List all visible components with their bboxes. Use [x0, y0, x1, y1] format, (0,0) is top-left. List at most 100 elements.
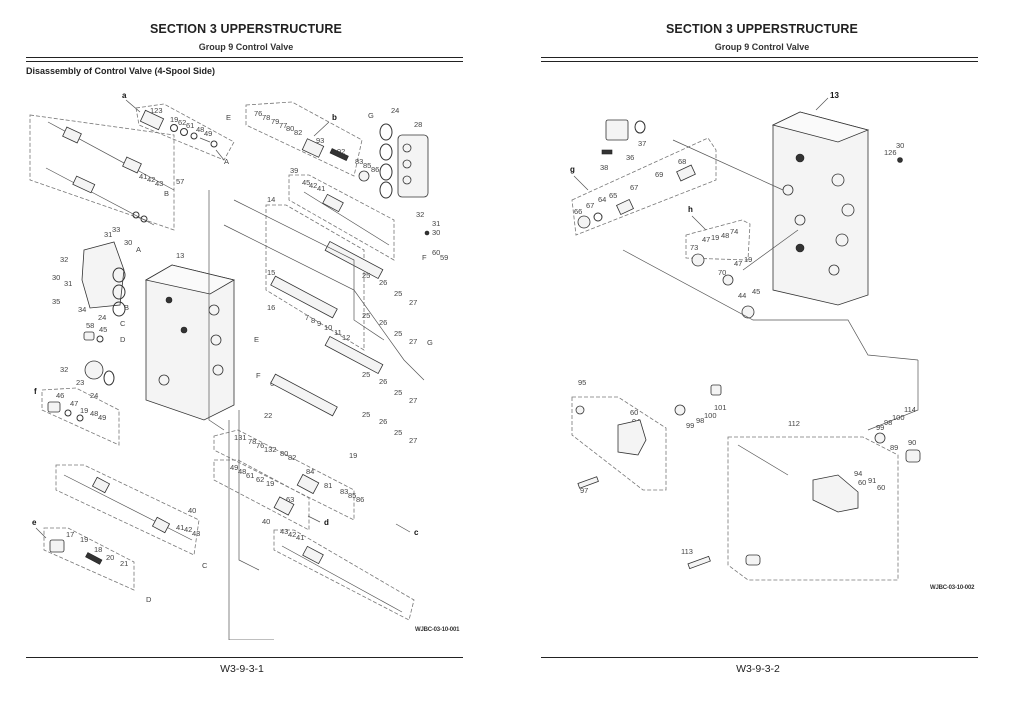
part-number-label: 30 — [52, 273, 60, 282]
part-number-label: 10 — [324, 323, 332, 332]
part-number-label: 80 — [280, 449, 288, 458]
part-number-label: 25 — [362, 311, 370, 320]
part-number-label: 43 — [280, 527, 288, 536]
part-number-label: 48 — [90, 409, 98, 418]
part-number-label: 89 — [890, 443, 898, 452]
assembly-40-upper: 40 41 42 43 C — [55, 464, 208, 570]
part-drawing-shape — [329, 148, 349, 162]
part-drawing-shape — [771, 111, 870, 143]
part-number-label: 60 — [877, 483, 885, 492]
part-number-label: 25 — [362, 410, 370, 419]
part-number-label: 61 — [246, 471, 254, 480]
part-drawing-shape — [144, 264, 236, 295]
part-drawing-shape — [742, 229, 799, 271]
assembly-39: 39 45 42 41 — [288, 166, 395, 261]
header-rule — [26, 57, 463, 62]
part-number-label: 97 — [580, 486, 588, 495]
part-number-label: 7 — [305, 313, 309, 322]
part-number-label: 19 — [349, 451, 357, 460]
part-drawing-shape — [324, 335, 384, 375]
part-drawing-shape — [815, 97, 829, 111]
part-number-label: 41 — [139, 172, 147, 181]
part-drawing-shape — [593, 212, 603, 222]
part-number-label: 25 — [394, 329, 402, 338]
part-drawing-shape — [737, 444, 789, 476]
part-number-label: 78 — [248, 437, 256, 446]
part-drawing-shape — [379, 181, 393, 199]
part-drawing-shape — [112, 267, 126, 283]
part-drawing-shape — [605, 119, 629, 141]
part-number-label: 13 — [176, 251, 184, 260]
part-number-label: 82 — [288, 453, 296, 462]
callout-e: e — [32, 518, 37, 527]
connection-D: D — [146, 595, 152, 604]
part-number-label: 24 — [391, 106, 399, 115]
assembly-f-boundary — [41, 387, 120, 446]
part-drawing-shape — [379, 123, 393, 141]
part-drawing-shape — [867, 360, 919, 431]
part-number-label: 98 — [696, 416, 704, 425]
part-drawing-shape — [151, 516, 171, 534]
part-number-label: 48 — [721, 231, 729, 240]
part-drawing-shape — [710, 384, 722, 396]
part-drawing-shape — [722, 274, 734, 286]
part-number-label: 19 — [711, 233, 719, 242]
figure-code: WJBC-03-10-001 — [415, 627, 460, 633]
part-drawing-shape — [112, 301, 126, 317]
part-drawing-shape — [379, 163, 393, 181]
part-number-label: 68 — [678, 157, 686, 166]
assembly-40-upper-boundary — [55, 464, 200, 556]
part-drawing-shape — [273, 496, 295, 516]
part-number-label: 73 — [690, 243, 698, 252]
part-number-label: 9 — [317, 319, 321, 328]
part-drawing-shape — [132, 211, 140, 219]
part-number-label: 91 — [868, 476, 876, 485]
assembly-95: 95 60 94 97 — [571, 378, 667, 495]
part-number-label: A — [136, 245, 141, 254]
part-number-label: 30 — [432, 228, 440, 237]
part-number-label: 98 — [884, 418, 892, 427]
part-number-label: F — [422, 253, 427, 262]
housing-13: 13 B C D A — [120, 245, 236, 421]
part-number-label: 11 — [334, 328, 342, 337]
part-number-label: 19 — [266, 479, 274, 488]
part-number-label: 83 — [340, 487, 348, 496]
part-drawing-shape — [617, 419, 647, 456]
part-drawing-shape — [402, 143, 412, 153]
part-drawing-shape — [575, 405, 585, 415]
part-drawing-shape — [64, 409, 72, 417]
part-number-label: 113 — [681, 547, 693, 556]
page-right: SECTION 3 UPPERSTRUCTURE Group 9 Control… — [508, 0, 1016, 708]
part-number-label: 86 — [356, 495, 364, 504]
part-number-label: 32 — [60, 365, 68, 374]
part-drawing-shape — [180, 128, 188, 136]
part-drawing-shape — [35, 527, 47, 539]
callout-arrow — [125, 99, 141, 113]
part-number-label: 47 — [702, 235, 710, 244]
side-cover-34: 31 33 30 32 30 31 35 34 24 — [52, 225, 132, 322]
part-number-label: 43 — [192, 529, 200, 538]
part-number-label: G — [427, 338, 433, 347]
part-number-label: 81 — [324, 481, 332, 490]
part-number-label: 49 — [98, 413, 106, 422]
part-drawing-shape — [358, 170, 370, 182]
part-drawing-shape — [270, 275, 338, 319]
part-number-label: 78 — [262, 113, 270, 122]
part-number-label: 28 — [414, 120, 422, 129]
part-drawing-shape — [281, 545, 403, 613]
page-left: SECTION 3 UPPERSTRUCTURE Group 9 Control… — [26, 22, 463, 675]
part-number-label: 60 — [858, 478, 866, 487]
part-drawing-shape — [691, 215, 707, 231]
part-drawing-shape — [397, 134, 429, 198]
part-123 — [139, 109, 165, 131]
part-drawing-shape — [812, 474, 859, 513]
part-drawing-shape — [313, 121, 330, 137]
assembly-112-boundary — [727, 436, 899, 581]
part-number-label: 25 — [394, 428, 402, 437]
part-drawing-shape — [47, 401, 61, 413]
part-drawing-shape — [208, 304, 220, 316]
part-number-label: 94 — [854, 469, 862, 478]
part-drawing-shape — [745, 554, 761, 566]
assembly-a-boundary — [135, 103, 235, 161]
part-number-label: 8 — [311, 316, 315, 325]
